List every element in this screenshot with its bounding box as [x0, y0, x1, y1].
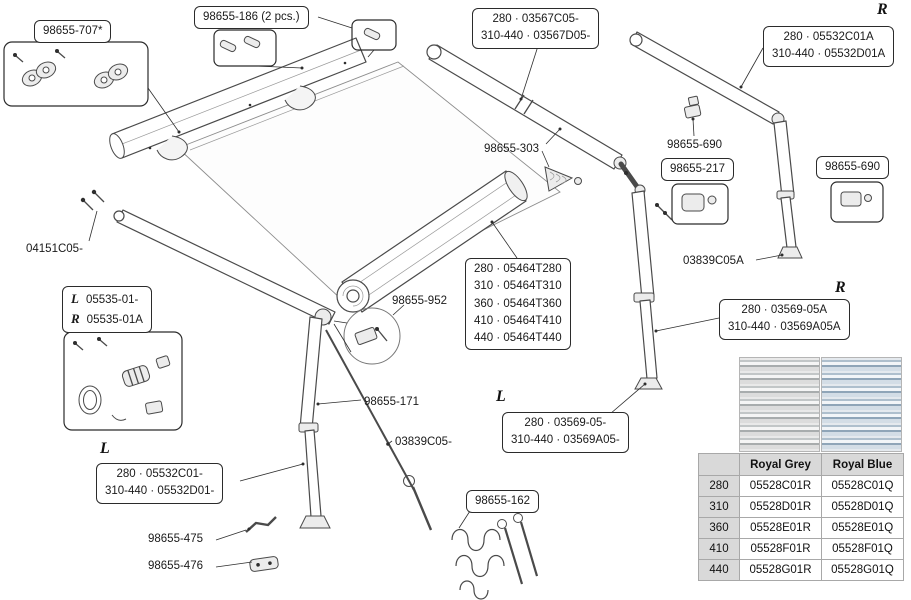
table-cell-part: 05528G01R [740, 560, 822, 581]
part-number-row: L 05535-01- [71, 289, 143, 309]
part-number: 410 · 05464T410 [474, 314, 562, 327]
part-number: 280 · 03567C05- [492, 13, 579, 25]
label-arm-05532a-box: 280 · 05532C01A 310-440 · 05532D01A [763, 26, 895, 67]
table-cell-part: 05528F01Q [822, 539, 904, 560]
table-cell-part: 05528G01Q [822, 560, 904, 581]
spring-cone-drawing [544, 166, 582, 192]
clamp-217-drawing [671, 183, 729, 225]
table-cell-part: 05528E01Q [822, 518, 904, 539]
part-number: 280 · 05464T280 [474, 263, 562, 275]
label-98655-162: 98655-162 [466, 490, 539, 514]
hinge-parts-drawing [3, 41, 149, 107]
part-number: 310-440 · 03569A05- [511, 434, 620, 447]
part-number: 310-440 · 05532D01- [105, 485, 215, 498]
roller-tube-drawing [336, 170, 528, 313]
part-number: 440 · 05464T440 [474, 332, 562, 344]
part-number: 310-440 · 03567D05- [481, 30, 591, 43]
side-marker-left-mid: L [496, 388, 506, 405]
part-number: 360 · 05464T360 [474, 297, 562, 310]
label-98655-476: 98655-476 [148, 560, 203, 572]
left-support-leg-drawing [298, 316, 331, 529]
table-cell-part: 05528C01R [740, 476, 822, 497]
ground-stake-drawing [403, 475, 433, 531]
top-right-arm-drawing [629, 31, 785, 126]
label-04151c05: 04151C05- [26, 243, 83, 255]
bracket-690a-drawing [683, 95, 702, 119]
side-marker-left: L [71, 291, 79, 306]
label-leg-03569-box: 280 · 03569-05- 310-440 · 03569A05- [502, 412, 629, 453]
label-98655-690-a: 98655-690 [667, 139, 722, 151]
side-marker-right: R [71, 311, 80, 327]
label-98655-952: 98655-952 [392, 295, 447, 307]
part-number: 05535-01A [86, 314, 143, 327]
label-pin-kit: 98655-186 (2 pcs.) [194, 6, 309, 30]
part-number: 310 · 05464T310 [474, 280, 562, 293]
part-number: 310-440 · 03569A05A [728, 321, 841, 334]
label-98655-303: 98655-303 [484, 143, 539, 155]
bracket-475-drawing [245, 516, 277, 533]
side-marker-left-bottom: L [100, 440, 110, 457]
table-cell-part: 05528F01R [740, 539, 822, 560]
label-98655-171: 98655-171 [364, 396, 419, 408]
middle-leg-drawing [631, 184, 673, 390]
bracket-690b-drawing [830, 181, 884, 223]
label-98655-475: 98655-475 [148, 533, 203, 545]
table-cell-part: 05528C01Q [822, 476, 904, 497]
right-leg-drawing [773, 120, 803, 259]
part-number: 280 · 05532C01- [116, 468, 203, 480]
table-row-size: 360 [699, 518, 740, 539]
label-98655-217: 98655-217 [661, 158, 734, 182]
table-row-size: 440 [699, 560, 740, 581]
table-cell-part: 05528D01Q [822, 497, 904, 518]
endcap-05535-parts-drawing [63, 331, 183, 431]
label-hinge-kit: 98655-707* [34, 20, 112, 44]
table-row-size: 280 [699, 476, 740, 497]
royal-blue-fabric-swatch [821, 357, 902, 452]
right-arm-drawing [426, 44, 641, 191]
magnifier-detail-drawing [333, 307, 401, 365]
label-roller-05464-box: 280 · 05464T280 310 · 05464T310 360 · 05… [465, 258, 571, 351]
side-marker-right-top: R [877, 1, 888, 18]
label-03839c05a: 03839C05A [683, 255, 744, 267]
label-arm-03567-box: 280 · 03567C05- 310-440 · 03567D05- [472, 8, 600, 49]
table-cell-part: 05528D01R [740, 497, 822, 518]
part-number: 280 · 05532C01A [783, 31, 874, 43]
bracket-476-drawing [249, 556, 279, 572]
table-row-size: 310 [699, 497, 740, 518]
part-number: 280 · 03569-05A [741, 304, 828, 316]
part-number-row: R 05535-01A [71, 309, 143, 329]
table-header-royal-grey: Royal Grey [740, 454, 822, 476]
pin-parts-drawing [213, 19, 397, 67]
label-endcap-05535-box: L 05535-01- R 05535-01A [62, 286, 152, 333]
royal-grey-fabric-swatch [739, 357, 820, 452]
label-arm-05532-box: 280 · 05532C01- 310-440 · 05532D01- [96, 463, 224, 504]
tiedown-kit-drawing [451, 513, 539, 600]
part-number: 280 · 03569-05- [524, 417, 607, 429]
lead-bar-drawing [113, 209, 336, 326]
table-cell-part: 05528E01R [740, 518, 822, 539]
part-number: 05535-01- [85, 294, 139, 306]
label-98655-690-b: 98655-690 [816, 156, 889, 180]
table-header-royal-blue: Royal Blue [822, 454, 904, 476]
fabric-color-table: Royal Grey Royal Blue 280 05528C01R 0552… [698, 453, 904, 581]
part-number: 310-440 · 05532D01A [772, 48, 886, 61]
tension-rafter-drawing [325, 329, 415, 491]
label-03839c05: 03839C05- [395, 436, 452, 448]
side-marker-right-mid: R [835, 279, 846, 296]
screws-04151-drawing [80, 189, 105, 211]
leader-lines [88, 16, 784, 568]
table-corner-cell [699, 454, 740, 476]
table-row-size: 410 [699, 539, 740, 560]
label-leg-03569a-box: 280 · 03569-05A 310-440 · 03569A05A [719, 299, 850, 340]
